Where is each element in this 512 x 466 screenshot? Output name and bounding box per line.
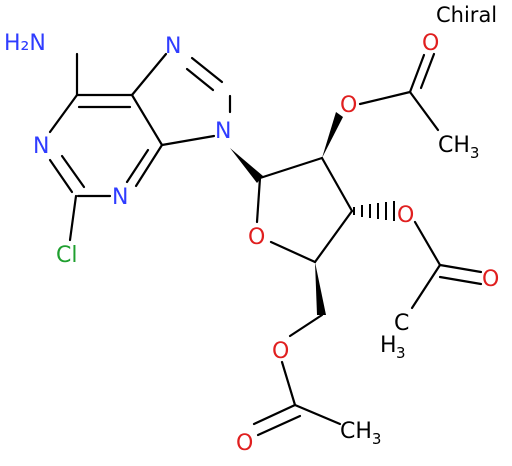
bond [313, 209, 354, 264]
bond [438, 263, 483, 274]
bond [160, 134, 216, 147]
bond [288, 313, 324, 338]
imidazole-n7: N [165, 34, 181, 59]
bond [410, 263, 442, 310]
methyl-label-5: CH3 [340, 419, 381, 448]
ribose-ring-oxygen: O [248, 225, 265, 250]
chiral-flag: Chiral [436, 3, 497, 27]
imidazole-n9: N [215, 119, 231, 144]
carbonyl-oxygen-3: O [482, 267, 499, 292]
bond [358, 90, 412, 106]
ester-oxygen-5: O [272, 339, 289, 364]
ester-oxygen-3: O [397, 203, 414, 228]
bond [413, 220, 442, 267]
bond [280, 360, 297, 407]
amine-label: H₂N [4, 31, 46, 56]
methyl-label-3-h: H [380, 333, 397, 358]
purine-n-left: N [33, 134, 49, 159]
bond [408, 90, 440, 132]
bond [252, 403, 297, 426]
wedge-bond [322, 112, 343, 158]
bond [130, 93, 164, 147]
methyl-label-2: CH3 [438, 133, 479, 162]
bond [320, 156, 354, 213]
chlorine-label: Cl [56, 243, 77, 268]
bond [255, 176, 262, 224]
bond [125, 148, 150, 184]
bond [293, 403, 342, 426]
bond [190, 56, 224, 84]
bond [269, 240, 317, 264]
bond [48, 93, 79, 134]
bond [408, 53, 426, 94]
ester-oxygen-2: O [340, 93, 357, 118]
purine-n-lower: N [112, 185, 128, 210]
bond [419, 52, 436, 90]
bond [48, 158, 74, 194]
bond [185, 67, 215, 92]
bond [438, 275, 483, 286]
methyl-label-3-c: C [394, 311, 409, 336]
wedge-bond [315, 262, 326, 315]
bond [258, 156, 324, 180]
bond [60, 154, 86, 189]
carbonyl-oxygen-5: O [236, 431, 253, 456]
hashed-bond [353, 201, 395, 221]
bond [68, 194, 78, 242]
bond [256, 414, 302, 437]
methyl-label-3-sub: 3 [396, 344, 406, 362]
wedge-bond [230, 148, 263, 183]
carbonyl-oxygen-2: O [422, 31, 439, 56]
bond [134, 143, 164, 188]
bond [130, 52, 168, 97]
